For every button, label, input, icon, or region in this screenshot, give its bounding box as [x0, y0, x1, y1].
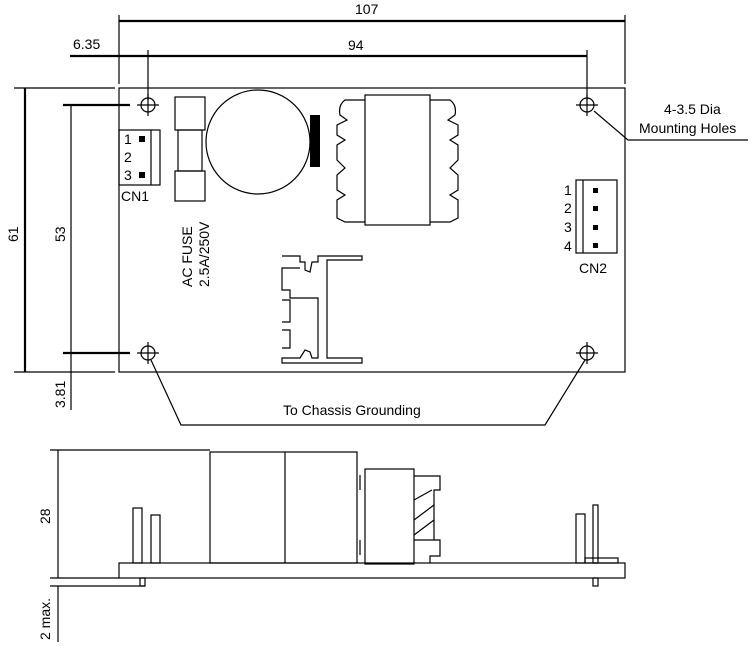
- transformer-top: [336, 94, 459, 226]
- dim-61: 61: [5, 87, 115, 373]
- mounting-hole-icon: [137, 342, 159, 364]
- mounting-hole-icon: [576, 342, 598, 364]
- mounting-hole-icon: [576, 94, 598, 116]
- dim-107-label: 107: [355, 1, 379, 17]
- dim-94-label: 94: [348, 37, 364, 53]
- pcb-top-view: [118, 87, 626, 373]
- dim-94: 94 6.35: [70, 36, 588, 100]
- right-pins: [575, 504, 619, 587]
- connector-cn2: 1 2 3 4 CN2: [564, 179, 618, 276]
- dim-28-label: 28: [37, 508, 53, 524]
- mounting-holes-callout: 4-3.5 Dia Mounting Holes: [593, 101, 748, 141]
- grounding-callout: To Chassis Grounding: [150, 359, 586, 426]
- connector-cn1: 1 2 3 CN1: [118, 129, 161, 204]
- fuse-rating-label: 2.5A/250V: [196, 221, 212, 287]
- cn1-pin-3: 3: [124, 167, 132, 183]
- cn2-pin-4: 4: [564, 238, 572, 254]
- cn1-label: CN1: [121, 188, 149, 204]
- heatsink: [281, 255, 363, 364]
- holes-callout-line2: Mounting Holes: [639, 120, 736, 136]
- dim-381-label: 3.81: [52, 381, 68, 408]
- dim-53-label: 53: [52, 226, 68, 242]
- pcb-side-view: [118, 562, 626, 579]
- fuse-type-label: AC FUSE: [179, 226, 195, 287]
- cn2-pin-3: 3: [564, 219, 572, 235]
- tall-component: [209, 451, 358, 564]
- dim-53: 53 3.81: [52, 103, 130, 410]
- cn2-label: CN2: [579, 260, 607, 276]
- mounting-hole-icon: [137, 94, 159, 116]
- side-view: 28 2 max.: [37, 449, 626, 642]
- mounting-holes: [137, 94, 598, 364]
- dim-107: 107: [118, 1, 626, 84]
- dim-61-label: 61: [5, 226, 21, 242]
- dim-635-label: 6.35: [73, 36, 100, 52]
- fuse: AC FUSE 2.5A/250V: [174, 96, 212, 287]
- grounding-callout-label: To Chassis Grounding: [283, 402, 421, 418]
- cn2-pin-1: 1: [564, 182, 572, 198]
- transformer-side: [364, 468, 415, 565]
- cn1-pin-1: 1: [124, 131, 132, 147]
- cn1-pin-2: 2: [124, 149, 132, 165]
- dim-2max-label: 2 max.: [37, 598, 53, 640]
- cn2-pin-2: 2: [564, 200, 572, 216]
- holes-callout-line1: 4-3.5 Dia: [664, 101, 721, 117]
- left-pins: [132, 507, 161, 587]
- capacitor: [205, 89, 320, 195]
